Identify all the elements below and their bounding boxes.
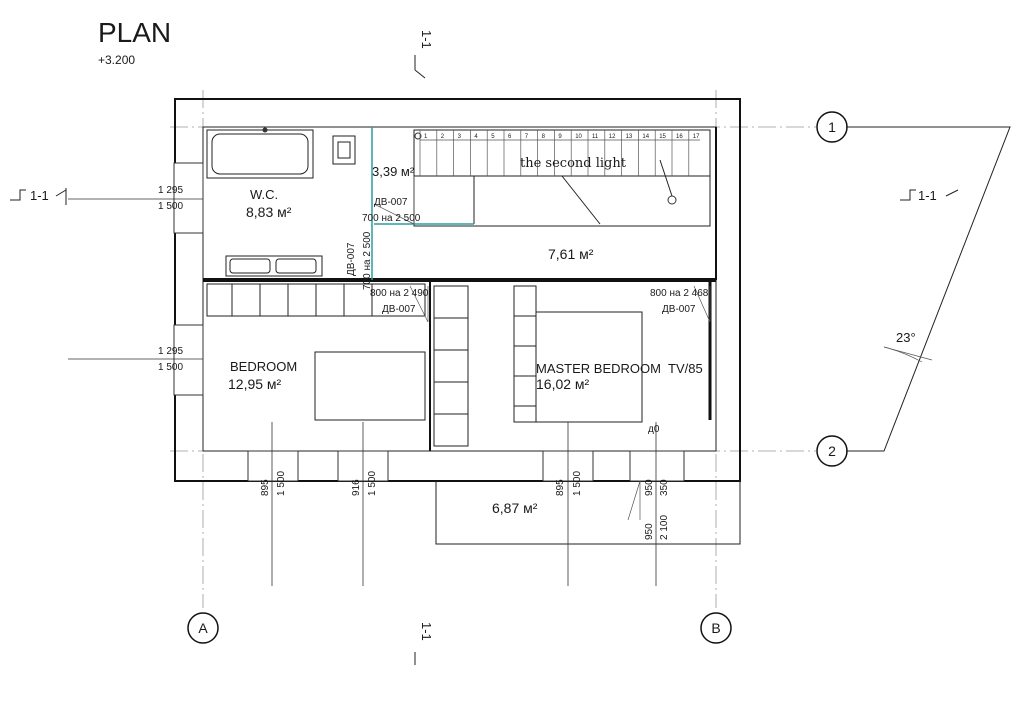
hall-door-size: 700 на 2 500 <box>362 213 421 224</box>
corridor-area: 7,61 м² <box>548 246 594 262</box>
section-mark-left: 1-1 <box>10 188 67 205</box>
stair-step-number: 6 <box>508 134 512 140</box>
axis-marker-2: 2 <box>816 435 848 467</box>
stair-step-number: 15 <box>659 134 666 140</box>
master-bed <box>535 311 643 423</box>
skewed-outline: 23° <box>846 126 1011 452</box>
svg-text:2: 2 <box>828 443 836 459</box>
stair-step-number: 2 <box>441 134 445 140</box>
door-swings <box>409 285 711 521</box>
plan-level: +3.200 <box>98 53 135 67</box>
stair-step-number: 5 <box>491 134 495 140</box>
bedroom-area: 12,95 м² <box>228 376 282 392</box>
stair-step-number: 11 <box>592 134 599 140</box>
door-4-sill: 350 <box>659 479 670 496</box>
master-wardrobe <box>513 285 537 423</box>
svg-text:1-1: 1-1 <box>419 30 434 49</box>
stair-step-number: 13 <box>626 134 633 140</box>
stair-step-number: 8 <box>542 134 546 140</box>
section-mark-right: 1-1 <box>900 188 959 203</box>
plan-title: PLAN <box>98 17 171 48</box>
window-1-height: 1 500 <box>276 471 287 496</box>
stair-step-number: 17 <box>693 134 700 140</box>
master-door-type: ДВ-007 <box>662 304 696 315</box>
wc-window-height: 1 500 <box>158 201 183 212</box>
bedroom-door-type: ДВ-007 <box>382 304 416 315</box>
section-mark-top: 1-1 <box>414 30 434 79</box>
svg-text:A: A <box>198 620 208 636</box>
axis-marker-b: B <box>700 612 732 644</box>
door-4-width-b: 950 <box>644 523 655 540</box>
wc-door-type: ДВ-007 <box>346 242 357 276</box>
master-bedroom-name: MASTER BEDROOM <box>536 361 661 376</box>
bedroom-door-size: 800 на 2 490 <box>370 288 429 299</box>
axis-marker-a: A <box>187 612 219 644</box>
balcony-area: 6,87 м² <box>492 500 538 516</box>
second-light-label: the second light <box>520 156 627 171</box>
door-4-width: 950 <box>644 479 655 496</box>
bedroom-wardrobe <box>206 283 426 317</box>
dimension-lines <box>68 198 657 586</box>
hall-area: 3,39 м² <box>372 164 415 179</box>
stair-step-number: 1 <box>424 134 428 140</box>
window-2-height: 1 500 <box>367 471 378 496</box>
stair-step-number: 16 <box>676 134 683 140</box>
stair-step-number: 9 <box>558 134 562 140</box>
bedroom-bed <box>314 351 426 421</box>
angle-label: 23° <box>896 330 916 345</box>
stair-step-number: 12 <box>609 134 616 140</box>
master-bedroom-area: 16,02 м² <box>536 376 590 392</box>
section-mark-bottom: 1-1 <box>414 622 434 665</box>
svg-text:1-1: 1-1 <box>419 622 434 641</box>
bedroom-name: BEDROOM <box>230 359 297 374</box>
svg-text:1: 1 <box>828 119 836 135</box>
svg-text:1-1: 1-1 <box>30 188 49 203</box>
balcony <box>435 481 741 545</box>
exterior-walls <box>173 98 741 482</box>
wc-window-width: 1 295 <box>158 185 183 196</box>
hall-door-type: ДВ-007 <box>374 197 408 208</box>
grid-axes <box>170 90 816 608</box>
axis-marker-1: 1 <box>816 111 848 143</box>
door-4-height: 2 100 <box>659 515 670 540</box>
window-3-height: 1 500 <box>572 471 583 496</box>
wc-fixtures <box>206 127 356 277</box>
bedroom-window-width: 1 295 <box>158 346 183 357</box>
hall-wardrobe <box>433 285 469 447</box>
wc-area: 8,83 м² <box>246 204 292 220</box>
stair-step-number: 14 <box>642 134 649 140</box>
stair-step-number: 3 <box>458 134 462 140</box>
tv-label: TV/85 <box>668 361 703 376</box>
window-2-sill: 916 <box>351 479 362 496</box>
svg-text:B: B <box>711 620 720 636</box>
stair-step-number: 7 <box>525 134 529 140</box>
stair-step-number: 4 <box>474 134 478 140</box>
master-door-size: 800 на 2 468 <box>650 288 709 299</box>
stair-step-number: 10 <box>575 134 582 140</box>
bedroom-window-height: 1 500 <box>158 362 183 373</box>
wc-door-size: 700 на 2 500 <box>362 231 373 290</box>
hall-door <box>373 176 474 225</box>
wc-name: W.C. <box>250 187 278 202</box>
svg-text:1-1: 1-1 <box>918 188 937 203</box>
window-3-sill: 895 <box>555 479 566 496</box>
window-1-sill: 895 <box>260 479 271 496</box>
d0-label: д0 <box>648 424 660 435</box>
